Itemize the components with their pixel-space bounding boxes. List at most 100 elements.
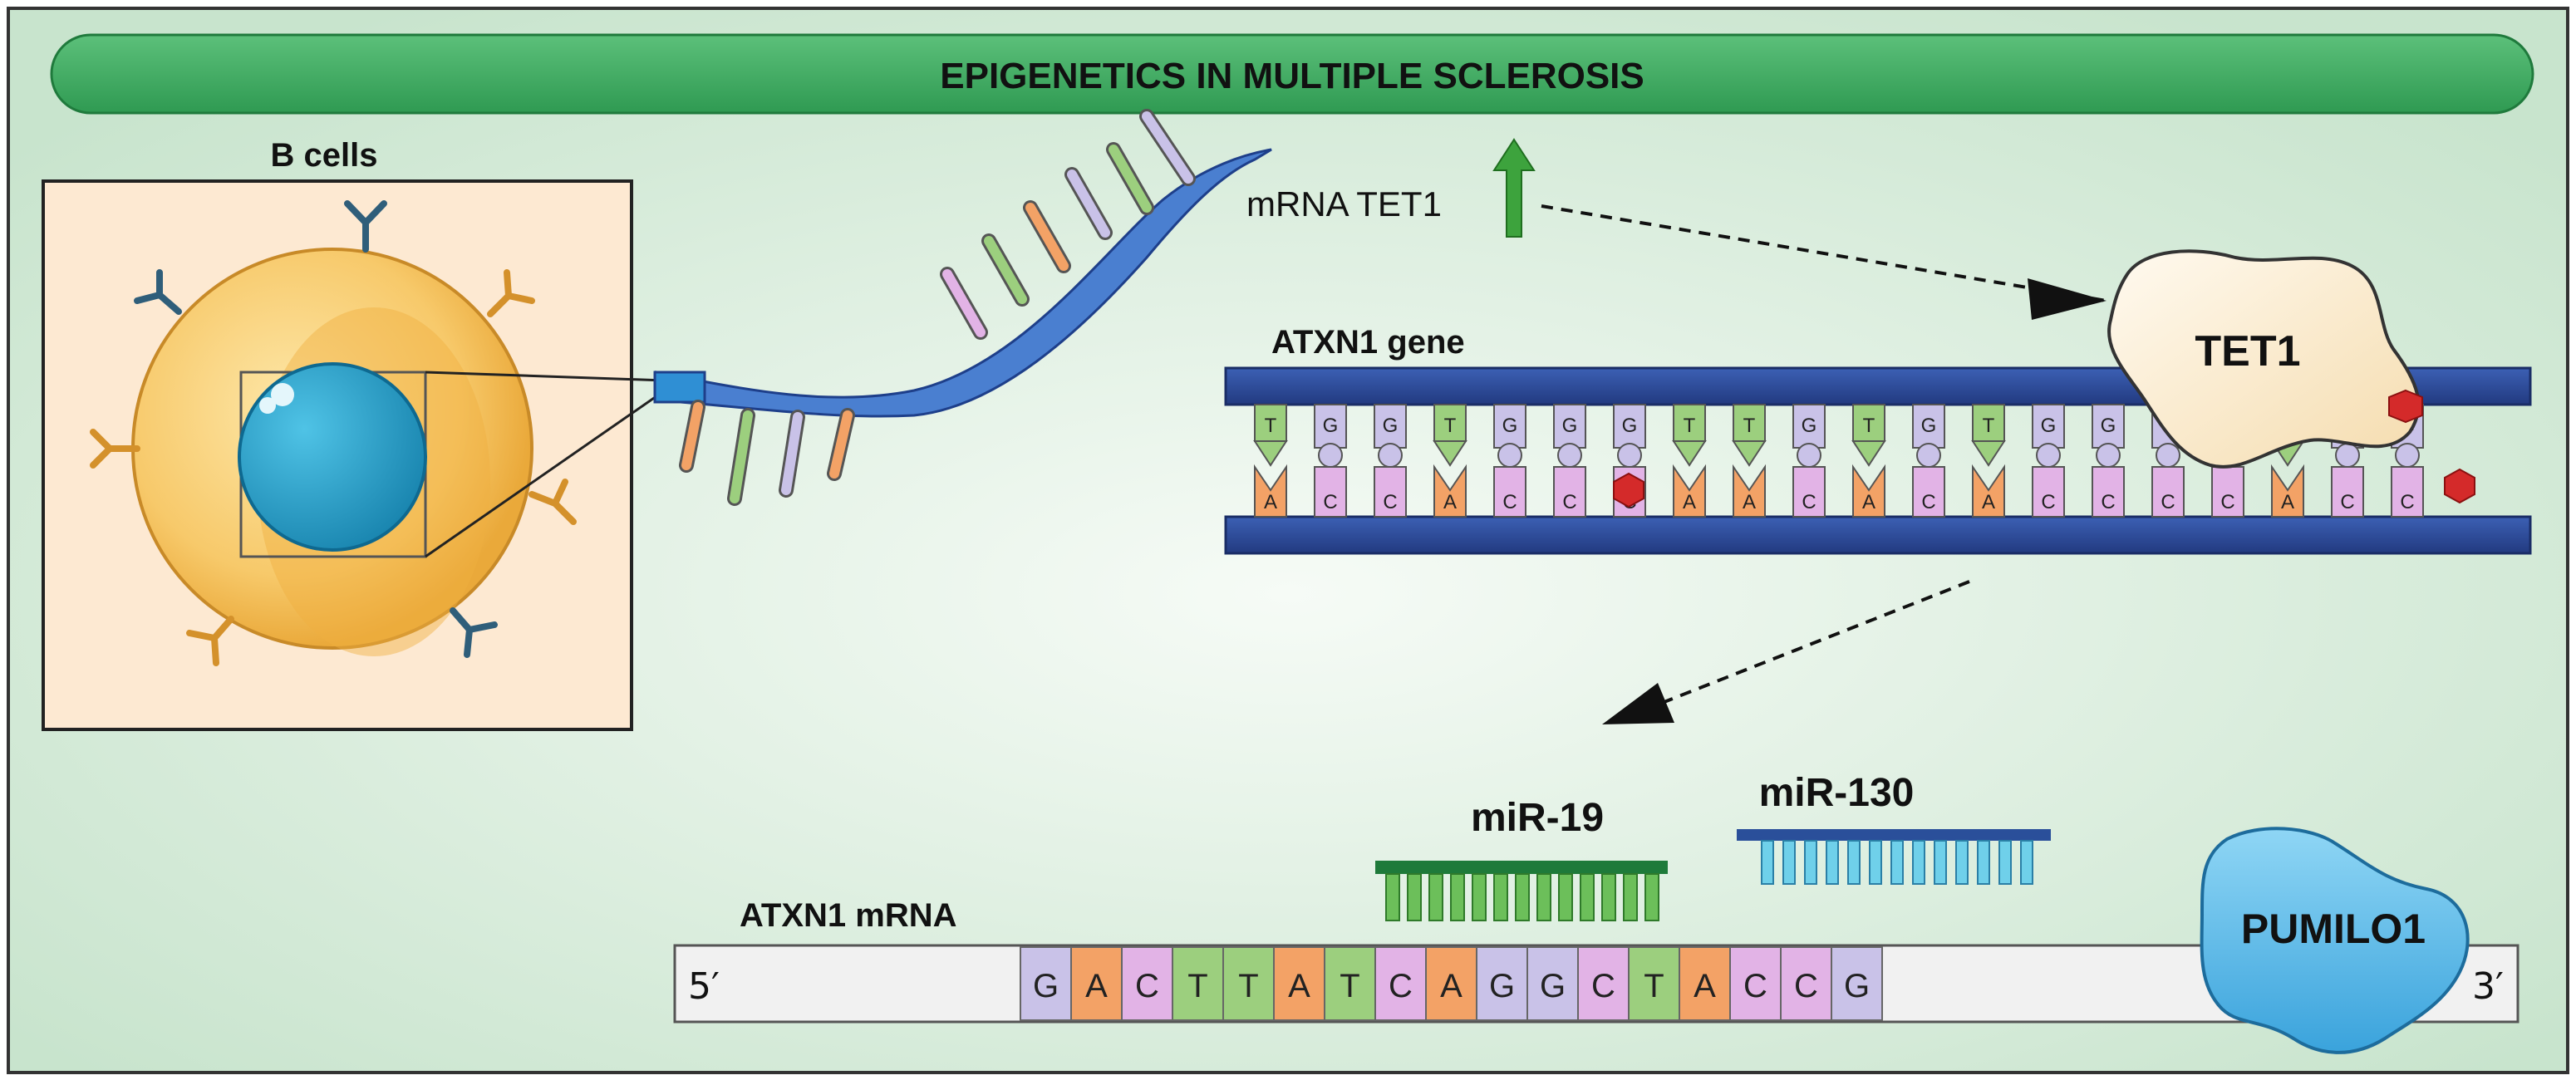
mrna-base-letter: A: [1694, 968, 1716, 1004]
mrna-base-cell: [1577, 946, 1630, 1021]
base-A: [1254, 464, 1287, 518]
bottom-base-letter: C: [1502, 491, 1517, 513]
mrna-base: T: [1628, 946, 1680, 1021]
base-C: [1493, 466, 1526, 518]
ribbon-base-fill: [681, 402, 703, 470]
base-G: [1912, 404, 1945, 449]
mrna-base: C: [1374, 946, 1427, 1021]
atxn1-gene-label: ATXN1 gene: [1271, 324, 1465, 361]
mrna-base-letter: G: [1489, 968, 1515, 1004]
mir130-label: miR-130: [1759, 771, 1915, 815]
base-C: [1792, 466, 1826, 518]
base-C: [2331, 466, 2364, 518]
mrna-base: G: [1831, 946, 1883, 1021]
mir130-base: [2020, 840, 2033, 885]
base-T-tip: [1672, 440, 1707, 467]
mrna-base-letter: A: [1085, 968, 1108, 1004]
mrna-base-letter: C: [1591, 968, 1615, 1004]
mrna-base: C: [1729, 946, 1782, 1021]
base-pair: GC: [1314, 404, 1347, 518]
antibody-icon: [487, 269, 535, 317]
mir130-bases: [1761, 840, 2033, 885]
mir130-base: [1782, 840, 1796, 885]
mrna-base-cell: [1526, 946, 1579, 1021]
mrna-base: A: [1273, 946, 1325, 1021]
base-pair: TA: [1851, 404, 1886, 518]
mrna-base-cell: [1273, 946, 1325, 1021]
ribbon-base-fill: [1025, 203, 1069, 271]
mrna-base-letter: G: [1844, 968, 1870, 1004]
mrna-base-letter: T: [1187, 968, 1207, 1004]
dashed-arrow-icon: [1541, 204, 2107, 302]
mrna-base-cell: [1070, 946, 1123, 1021]
mir130-base: [1977, 840, 1990, 885]
dashed-arrow-icon: [1653, 580, 1970, 708]
antibody-icon: [186, 616, 234, 666]
mrna-base-cell: [1628, 946, 1680, 1021]
base-G-knob: [1797, 443, 1821, 468]
arrowhead-mrna: [1602, 683, 1674, 724]
base-T: [1433, 404, 1467, 442]
mrna-base-letter: C: [1135, 968, 1159, 1004]
mir19-base: [1493, 873, 1508, 921]
mir19-base: [1644, 873, 1659, 921]
mrna-base: G: [1476, 946, 1528, 1021]
arrowhead-tet1: [2028, 278, 2107, 320]
mrna-base-letter: T: [1644, 968, 1664, 1004]
bottom-base-letter: A: [1683, 491, 1696, 513]
base-pair: GC: [1374, 404, 1407, 518]
nucleus: [238, 362, 427, 552]
mrna-base-letter: T: [1238, 968, 1258, 1004]
mrna-base-letter: G: [1540, 968, 1566, 1004]
top-base-letter: G: [2101, 415, 2116, 437]
top-base-letter: G: [1622, 415, 1638, 437]
base-G: [2032, 404, 2065, 449]
bottom-base-letter: C: [1921, 491, 1935, 513]
mir130-base: [1869, 840, 1882, 885]
mir130-base: [1912, 840, 1925, 885]
tet1-enzyme: [2107, 249, 2421, 469]
mir19-backbone: [1375, 861, 1668, 874]
nucleolus: [271, 383, 294, 406]
bottom-base-letter: C: [2400, 491, 2414, 513]
ribbon-base-fill: [1142, 111, 1193, 184]
mir19-base: [1385, 873, 1400, 921]
base-G-knob: [1378, 443, 1403, 468]
mir130-base: [1955, 840, 1969, 885]
mrna-base: A: [1070, 946, 1123, 1021]
base-A: [1733, 464, 1766, 518]
five-prime-label: 5′: [688, 965, 720, 1008]
base-G-knob: [1497, 443, 1522, 468]
ribbon-base-fill: [829, 410, 853, 479]
figure-title: EPIGENETICS IN MULTIPLE SCLEROSIS: [940, 56, 1644, 96]
base-G-knob: [1557, 443, 1582, 468]
bottom-base-letter: C: [2101, 491, 2115, 513]
atxn1-mrna-label: ATXN1 mRNA: [740, 897, 957, 934]
base-G: [1314, 404, 1347, 449]
base-pair: GC: [1912, 404, 1945, 518]
base-C: [2211, 466, 2244, 518]
bottom-base-letter: C: [2041, 491, 2055, 513]
base-T-tip: [1851, 440, 1886, 467]
bottom-base-letter: A: [1443, 491, 1457, 513]
b-cells-label: B cells: [271, 137, 378, 174]
base-A: [1673, 464, 1706, 518]
bottom-base-letter: C: [1383, 491, 1397, 513]
base-C: [2092, 466, 2125, 518]
base-C: [2032, 466, 2065, 518]
ribbon-base-fill: [1109, 145, 1152, 213]
mrna-base-letter: A: [1288, 968, 1310, 1004]
bottom-base-letter: C: [1323, 491, 1337, 513]
mir19-base: [1558, 873, 1573, 921]
base-T-tip: [1253, 440, 1288, 467]
mir130-base: [1761, 840, 1774, 885]
methyl-group-icon: [2388, 389, 2423, 424]
base-G-knob: [2156, 443, 2180, 468]
mir19-base: [1623, 873, 1638, 921]
base-G-knob: [2036, 443, 2061, 468]
mrna-base-cell: [1121, 946, 1173, 1021]
mrna-base-letter: C: [1743, 968, 1767, 1004]
bottom-base-letter: C: [1802, 491, 1816, 513]
top-base-letter: G: [1562, 415, 1578, 437]
mir130-base: [1934, 840, 1947, 885]
